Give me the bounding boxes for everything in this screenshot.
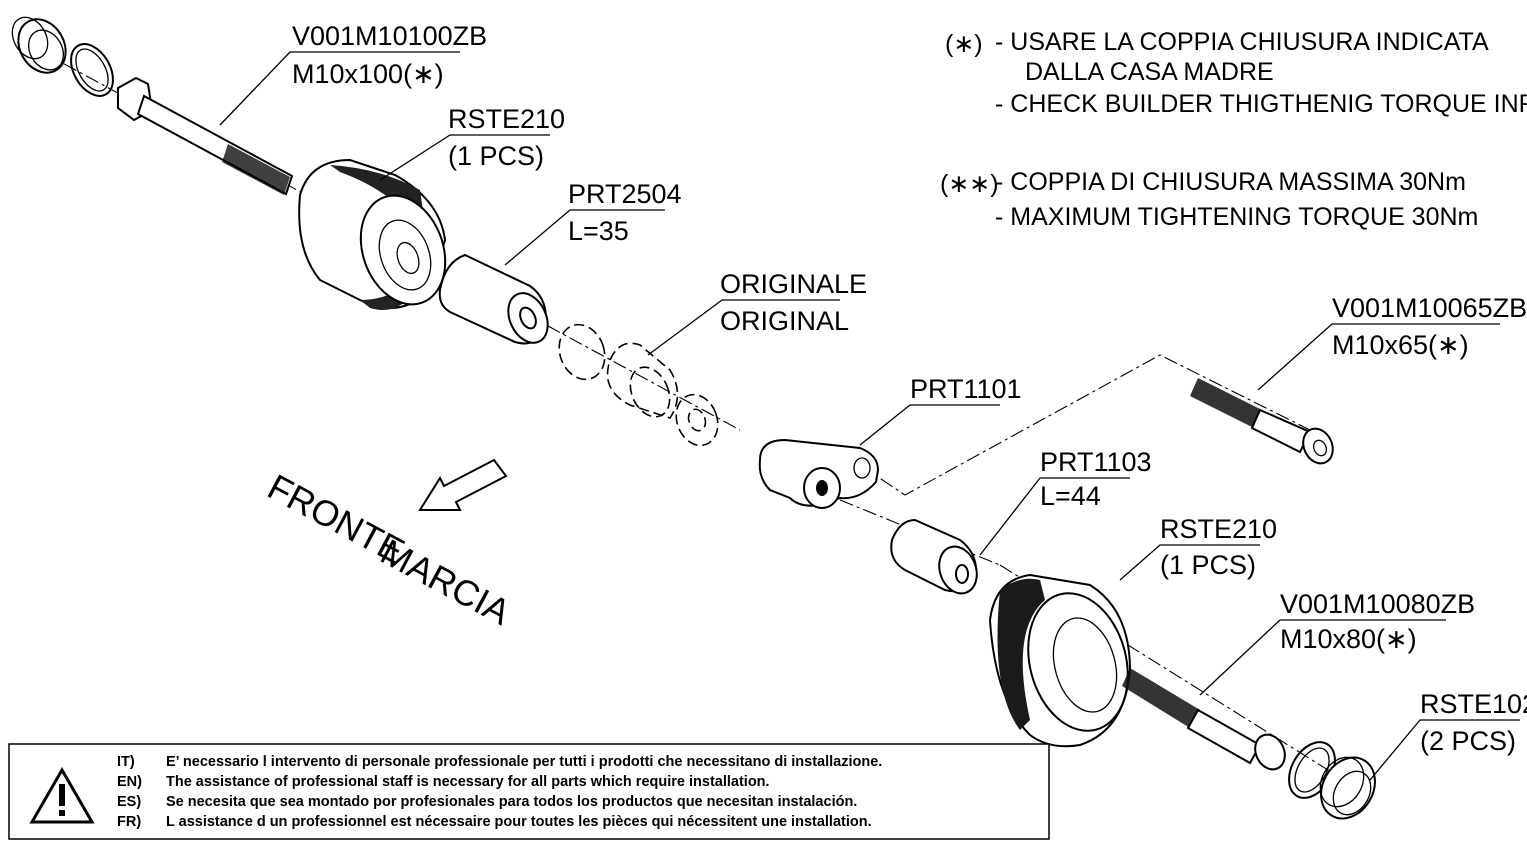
warning-box: IT) E’ necessario l intervento di person… xyxy=(8,743,1050,840)
label-cap-code: RSTE102 xyxy=(1420,689,1527,719)
warning-en-text: The assistance of professional staff is … xyxy=(166,774,770,790)
warning-fr-text: L assistance d un professionnel est néce… xyxy=(166,814,872,830)
note2-line1: - COPPIA DI CHIUSURA MASSIMA 30Nm xyxy=(995,168,1466,196)
original-parts-dashed xyxy=(558,323,719,447)
cap-bottom xyxy=(1319,756,1376,820)
label-spacer-top-length: L=35 xyxy=(568,216,629,246)
label-screw-top-code: V001M10100ZB xyxy=(292,21,487,51)
warning-it-text: E’ necessario l intervento di personale … xyxy=(166,754,882,770)
note1-line2: DALLA CASA MADRE xyxy=(1025,58,1274,86)
label-slider-top-qty: (1 PCS) xyxy=(448,141,544,171)
slider-bottom xyxy=(988,573,1132,748)
label-spacer-bottom-length: L=44 xyxy=(1040,481,1101,511)
leader-slider-bottom xyxy=(1119,544,1260,581)
slider-top xyxy=(298,158,447,310)
washer-top xyxy=(70,43,114,97)
warning-triangle-icon xyxy=(29,766,95,824)
screw-bottom xyxy=(1122,668,1286,771)
spacer-bottom xyxy=(890,518,978,595)
cap-top xyxy=(11,16,67,74)
note2-symbol: (∗∗) xyxy=(940,170,999,198)
leader-slider-top xyxy=(379,134,550,181)
label-screw-bottom-size: M10x80(∗) xyxy=(1280,624,1417,654)
label-slider-bottom-qty: (1 PCS) xyxy=(1160,550,1256,580)
leader-spacer-bottom xyxy=(979,477,1130,556)
leader-bracket xyxy=(859,404,1000,446)
label-screw-mid-size: M10x65(∗) xyxy=(1332,330,1469,360)
leader-screw-mid xyxy=(1257,323,1500,391)
warning-es-code: ES) xyxy=(117,794,141,810)
label-bracket-code: PRT1101 xyxy=(910,374,1022,404)
screw-mid xyxy=(1190,378,1334,465)
bracket xyxy=(758,438,880,509)
label-cap-qty: (2 PCS) xyxy=(1420,726,1516,756)
label-spacer-top-code: PRT2504 xyxy=(568,179,682,209)
warning-it-code: IT) xyxy=(117,754,135,770)
warning-es-text: Se necesita que sea montado por profesio… xyxy=(166,794,857,810)
note1-line3: - CHECK BUILDER THIGTHENIG TORQUE INFO xyxy=(995,90,1527,118)
label-original-line2: ORIGINAL xyxy=(720,306,849,336)
leader-screw-bottom xyxy=(1199,619,1446,696)
label-screw-bottom-code: V001M10080ZB xyxy=(1280,589,1475,619)
leader-screw-top xyxy=(219,51,460,126)
label-screw-mid-code: V001M10065ZB xyxy=(1332,293,1527,323)
note1-line1: - USARE LA COPPIA CHIUSURA INDICATA xyxy=(995,28,1489,56)
direction-word-2: MARCIA xyxy=(374,531,517,633)
leader-spacer-top xyxy=(504,209,665,266)
axis-line-mid-screw xyxy=(859,354,1331,496)
warning-en-code: EN) xyxy=(117,774,142,790)
screw-top xyxy=(117,76,294,196)
note1-symbol: (∗) xyxy=(945,30,983,58)
label-spacer-bottom-code: PRT1103 xyxy=(1040,447,1152,477)
leader-original xyxy=(647,299,840,356)
label-slider-top-code: RSTE210 xyxy=(448,104,565,134)
label-slider-bottom-code: RSTE210 xyxy=(1160,514,1277,544)
warning-fr-code: FR) xyxy=(117,814,141,830)
label-screw-top-size: M10x100(∗) xyxy=(292,59,444,89)
label-original-line1: ORIGINALE xyxy=(720,269,867,299)
note2-line2: - MAXIMUM TIGHTENING TORQUE 30Nm xyxy=(995,203,1478,231)
direction-arrow xyxy=(418,458,508,511)
spacer-top xyxy=(438,253,549,345)
leader-cap xyxy=(1369,719,1520,781)
